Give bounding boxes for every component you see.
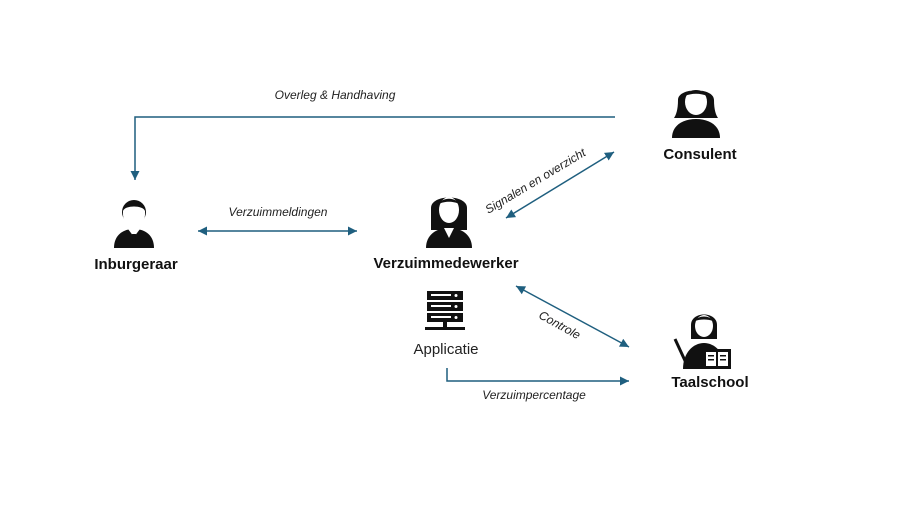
edge-overleg — [130, 116, 615, 180]
edge-verzuimpercentage-label: Verzuimpercentage — [482, 388, 586, 402]
server-icon — [425, 291, 465, 330]
node-verzuimmedewerker-label: Verzuimmedewerker — [373, 255, 519, 272]
node-taalschool-label: Taalschool — [671, 374, 749, 391]
edge-verzuimpercentage — [446, 368, 629, 386]
edge-verzuimmeldingen-label: Verzuimmeldingen — [228, 205, 328, 219]
woman-user-icon — [426, 197, 472, 248]
woman-user-icon — [672, 89, 720, 138]
node-inburgeraar-label: Inburgeraar — [94, 256, 178, 273]
node-consulent-label: Consulent — [663, 146, 737, 163]
edge-signalen — [505, 151, 615, 219]
edge-overleg-label: Overleg & Handhaving — [274, 88, 396, 102]
teacher-icon — [673, 314, 731, 369]
edge-controle — [515, 285, 630, 348]
man-user-icon — [114, 200, 154, 248]
node-applicatie-label: Applicatie — [413, 341, 479, 358]
